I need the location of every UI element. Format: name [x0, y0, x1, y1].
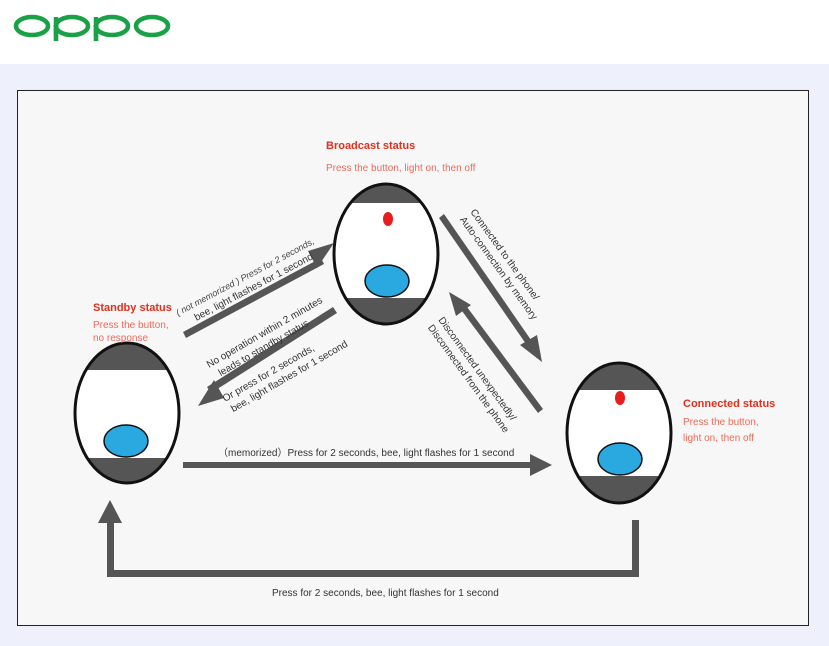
label-connected-to-standby: Press for 2 seconds, bee, light flashes … [272, 588, 499, 599]
led-indicator [615, 391, 625, 405]
arrow-standby-to-broadcast [183, 243, 334, 338]
device-button [103, 424, 149, 458]
arrow-standby-to-connected [183, 454, 552, 476]
led-indicator [383, 212, 393, 226]
arrow-connected-to-standby [98, 500, 639, 577]
standby-status-desc-1: Press the button, [93, 320, 169, 331]
broadcast-device [332, 182, 440, 326]
connected-status-desc-1: Press the button, [683, 417, 759, 428]
arrow-connected-to-broadcast [449, 292, 543, 413]
transition-text: bee, light flashes for 1 second [229, 339, 350, 415]
transition-arrows [98, 214, 639, 577]
connected-status-desc-2: light on, then off [683, 433, 754, 444]
broadcast-status-title: Broadcast status [326, 140, 415, 152]
header [0, 0, 829, 64]
oppo-logo [12, 6, 172, 51]
broadcast-status-desc: Press the button, light on, then off [326, 163, 476, 174]
transition-text: Disconnected from the phone [425, 323, 511, 436]
connected-status-title: Connected status [683, 398, 775, 410]
connected-device [565, 361, 673, 505]
label-connected-to-broadcast: Disconnected unexpectedly/ Disconnected … [425, 315, 518, 436]
device-button [364, 264, 410, 298]
arrow-broadcast-to-standby [198, 307, 337, 406]
transition-text: Connected to the phone/ [468, 207, 541, 302]
arrow-broadcast-to-connected [439, 214, 542, 362]
standby-status-desc-2: no response [93, 333, 148, 344]
standby-device [73, 341, 181, 485]
standby-status-title: Standby status [93, 302, 172, 314]
label-standby-to-connected: （memorized）Press for 2 seconds, bee, lig… [218, 447, 514, 459]
device-button [597, 442, 643, 476]
